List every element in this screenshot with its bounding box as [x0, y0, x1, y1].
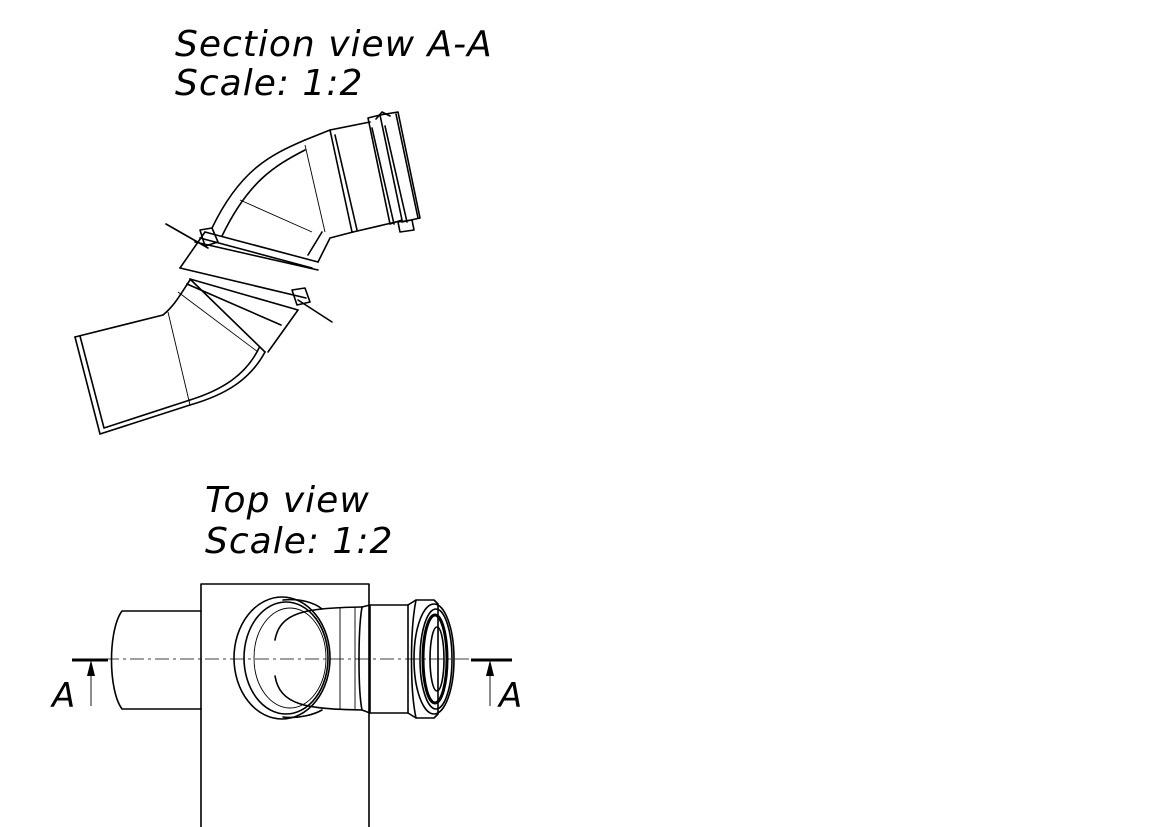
- section-view-title: Section view A-A: [175, 24, 493, 65]
- top-view: Top view Scale: 1:2: [50, 480, 522, 827]
- top-view-title: Top view: [205, 480, 370, 521]
- cutting-plane-right: A: [471, 658, 522, 716]
- section-view-scale: Scale: 1:2: [175, 63, 363, 104]
- top-view-scale: Scale: 1:2: [205, 521, 393, 562]
- section-pipe-body: [74, 111, 421, 435]
- mounting-plate: [200, 583, 370, 827]
- section-view: Section view A-A Scale: 1:2: [74, 24, 493, 435]
- top-elbow: [233, 596, 363, 720]
- cutting-plane-right-letter: A: [497, 676, 522, 716]
- cutting-plane-left-letter: A: [50, 676, 75, 716]
- cutting-plane-left: A: [50, 658, 108, 716]
- top-left-pipe: [110, 610, 202, 710]
